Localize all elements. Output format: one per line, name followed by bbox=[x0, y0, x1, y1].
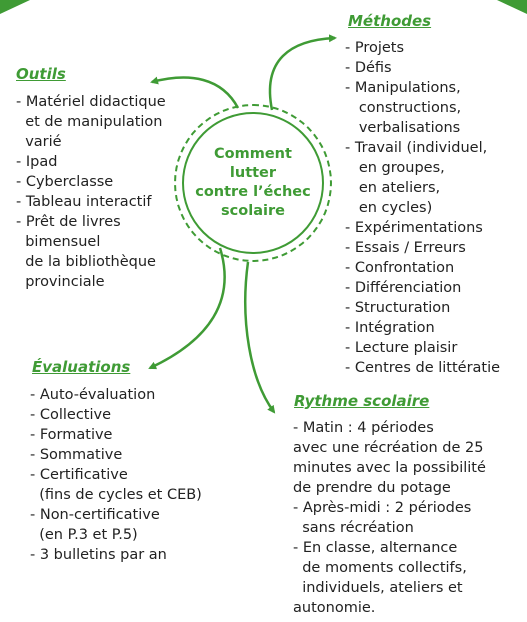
evaluations-item: - Non-certificative bbox=[30, 507, 160, 523]
outils-item: - Matériel didactique bbox=[16, 94, 166, 110]
rythme-item: - Matin : 4 périodes bbox=[293, 420, 434, 436]
methodes-item: - Projets bbox=[345, 40, 405, 56]
outils-item: de la bibliothèque bbox=[16, 254, 156, 270]
methodes-item: - Défis bbox=[345, 60, 392, 76]
rythme-item: autonomie. bbox=[293, 600, 376, 616]
methodes-item: en cycles) bbox=[345, 200, 433, 216]
methodes-item: - Expérimentations bbox=[345, 220, 483, 236]
methodes-item: - Structuration bbox=[345, 300, 451, 316]
methodes-item: - Essais / Erreurs bbox=[345, 240, 466, 256]
rythme-item: de moments collectifs, bbox=[293, 560, 467, 576]
methodes-item: en groupes, bbox=[345, 160, 445, 176]
methodes-item: verbalisations bbox=[345, 120, 461, 136]
methodes-item: - Centres de littératie bbox=[345, 360, 501, 376]
methodes-item: - Manipulations, bbox=[345, 80, 461, 96]
arrow-to-outils bbox=[150, 76, 240, 109]
rythme-item: avec une récréation de 25 bbox=[293, 440, 484, 456]
outils-item: et de manipulation bbox=[16, 114, 163, 130]
methodes-item: constructions, bbox=[345, 100, 462, 116]
rythme-item: - En classe, alternance bbox=[293, 540, 458, 556]
methodes-list: - Projets - Défis - Manipulations, constru… bbox=[345, 38, 500, 378]
corner-decoration-right bbox=[497, 0, 527, 14]
rythme-heading: Rythme scolaire bbox=[294, 392, 430, 410]
outils-list: - Matériel didactique et de manipulation… bbox=[16, 92, 166, 292]
rythme-item: - Après-midi : 2 périodes bbox=[293, 500, 472, 516]
rythme-item: individuels, ateliers et bbox=[293, 580, 463, 596]
rythme-list: - Matin : 4 périodes avec une récréation … bbox=[293, 418, 486, 618]
center-circle: Comment lutter contre l’échec scolaire bbox=[182, 112, 324, 254]
corner-decoration-left bbox=[0, 0, 30, 14]
outils-item: - Tableau interactif bbox=[16, 194, 152, 210]
outils-heading: Outils bbox=[16, 65, 66, 83]
evaluations-item: - Auto-évaluation bbox=[30, 387, 156, 403]
outils-item: - Ipad bbox=[16, 154, 58, 170]
outils-item: bimensuel bbox=[16, 234, 101, 250]
outils-item: varié bbox=[16, 134, 62, 150]
arrow-to-evaluations bbox=[148, 247, 226, 370]
arrow-to-rythme bbox=[244, 261, 276, 414]
outils-item: provinciale bbox=[16, 274, 105, 290]
methodes-item: - Travail (individuel, bbox=[345, 140, 488, 156]
methodes-item: - Lecture plaisir bbox=[345, 340, 458, 356]
evaluations-heading: Évaluations bbox=[32, 358, 131, 376]
evaluations-item: - 3 bulletins par an bbox=[30, 547, 167, 563]
center-title: Comment lutter contre l’échec scolaire bbox=[195, 146, 311, 219]
evaluations-item: - Sommative bbox=[30, 447, 123, 463]
outils-item: - Cyberclasse bbox=[16, 174, 114, 190]
methodes-item: - Différenciation bbox=[345, 280, 462, 296]
rythme-item: sans récréation bbox=[293, 520, 414, 536]
outils-item: - Prêt de livres bbox=[16, 214, 121, 230]
methodes-heading: Méthodes bbox=[348, 12, 432, 30]
evaluations-item: - Collective bbox=[30, 407, 112, 423]
evaluations-list: - Auto-évaluation - Collective - Formative… bbox=[30, 385, 202, 565]
arrow-to-methodes bbox=[268, 34, 337, 111]
evaluations-item: (en P.3 et P.5) bbox=[30, 527, 138, 543]
evaluations-item: - Certificative bbox=[30, 467, 128, 483]
evaluations-item: (fins de cycles et CEB) bbox=[30, 487, 202, 503]
methodes-item: en ateliers, bbox=[345, 180, 441, 196]
center-dashed-ring bbox=[174, 104, 332, 262]
methodes-item: - Intégration bbox=[345, 320, 435, 336]
methodes-item: - Confrontation bbox=[345, 260, 455, 276]
rythme-item: minutes avec la possibilité bbox=[293, 460, 486, 476]
evaluations-item: - Formative bbox=[30, 427, 113, 443]
rythme-item: de prendre du potage bbox=[293, 480, 451, 496]
